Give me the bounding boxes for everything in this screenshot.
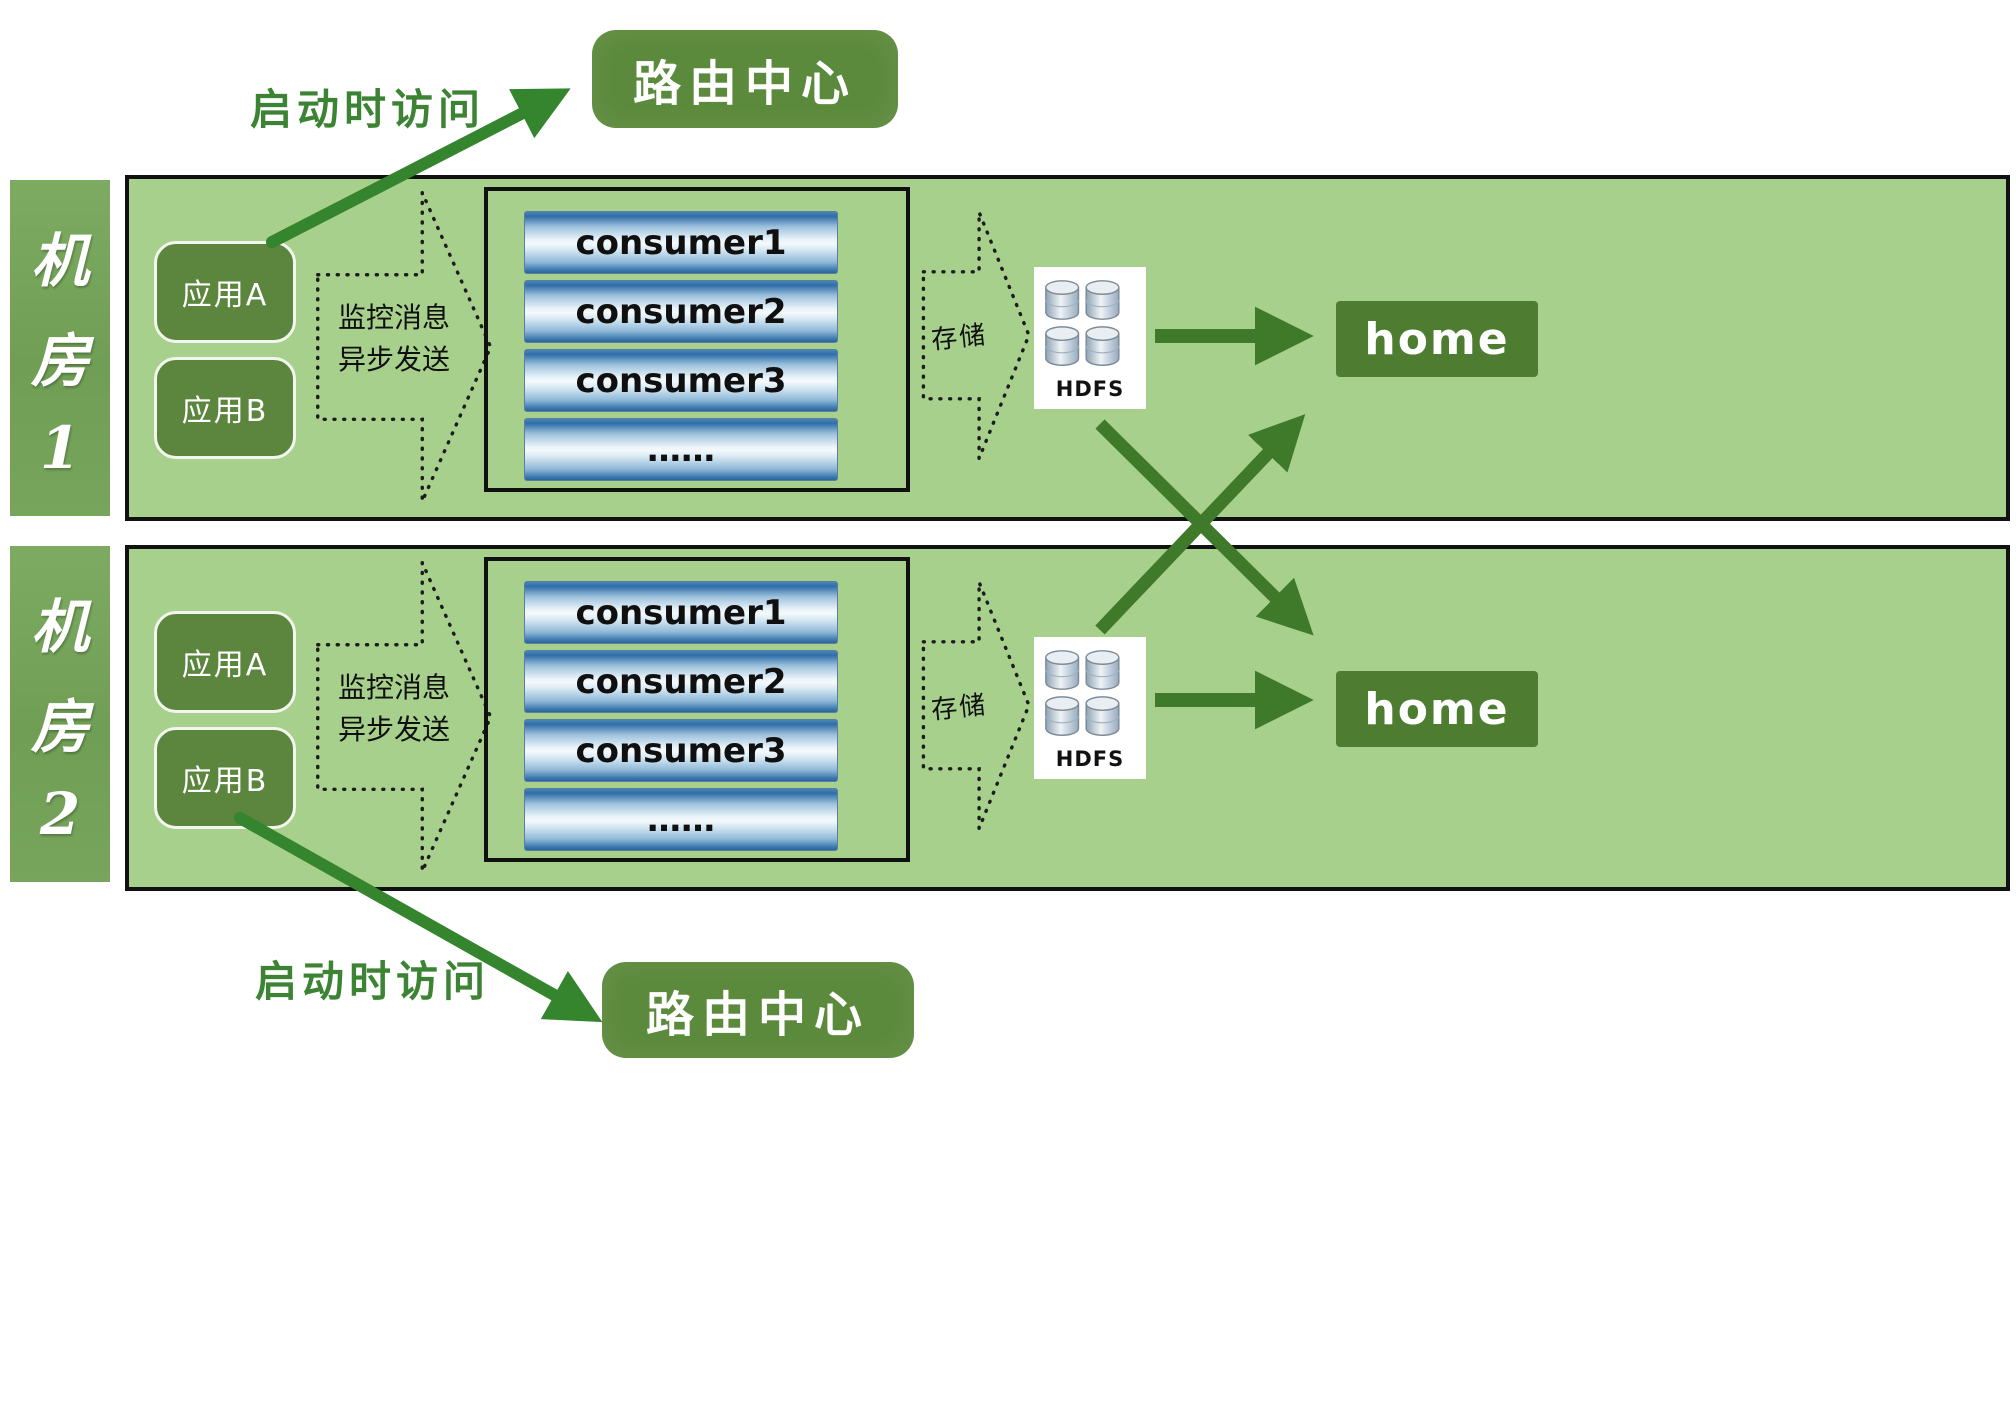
router-center-top-node: 路由中心	[592, 30, 898, 128]
store-arrow-label: 存储	[929, 690, 989, 726]
consumer-bar: consumer1	[524, 211, 838, 274]
monitor-label-line2: 异步发送	[337, 343, 450, 376]
home-node: home	[1336, 671, 1538, 747]
router-center-bottom-node: 路由中心	[602, 962, 914, 1058]
app-b-node: 应用B	[154, 727, 296, 829]
room-2-vertical-label: 机 房 2	[10, 546, 110, 882]
router-center-top-label: 路由中心	[632, 56, 857, 112]
room-1-label-char: 1	[39, 414, 81, 482]
room-1-label-char: 机	[30, 227, 89, 295]
database-cylinders-icon	[1045, 280, 1120, 366]
app-a-label: 应用A	[181, 278, 269, 313]
hdfs-node: HDFS	[1034, 637, 1146, 779]
room-2-container: 应用A 应用B 监控消息 异步发送 consumer1 consumer2 co…	[125, 545, 2010, 891]
monitor-arrow-label: 监控消息 异步发送	[317, 667, 471, 751]
room-1-container: 应用A 应用B 监控消息 异步发送 consumer1 consumer2 co…	[125, 175, 2010, 521]
monitor-label-line1: 监控消息	[337, 301, 450, 334]
room-2-label-char: 房	[30, 693, 89, 761]
hdfs-label: HDFS	[1055, 747, 1125, 771]
app-b-node: 应用B	[154, 357, 296, 459]
app-a-label: 应用A	[181, 648, 269, 683]
home-label: home	[1364, 313, 1510, 365]
room-2-label-char: 2	[39, 780, 81, 848]
store-arrow-shape	[921, 211, 1031, 460]
app-b-label: 应用B	[181, 764, 269, 799]
boot-access-bottom-label: 启动时访问	[255, 957, 491, 1006]
room-2-dotted-arrows	[316, 561, 1031, 873]
consumer-group-box: consumer1 consumer2 consumer3 ……	[484, 557, 910, 862]
store-arrow-label: 存储	[929, 320, 989, 356]
room-1-label-char: 房	[30, 327, 89, 395]
monitor-label-line2: 异步发送	[337, 713, 450, 746]
consumer-bar: ……	[524, 788, 838, 851]
monitor-arrow-shape	[316, 191, 493, 503]
app-a-node: 应用A	[154, 611, 296, 713]
room-1-vertical-label: 机 房 1	[10, 180, 110, 516]
consumer-bar: consumer2	[524, 280, 838, 343]
consumer-bar: ……	[524, 418, 838, 481]
consumer-bar: consumer1	[524, 581, 838, 644]
app-b-label: 应用B	[181, 394, 269, 429]
home-node: home	[1336, 301, 1538, 377]
room-2-label-char: 机	[30, 593, 89, 661]
app-a-node: 应用A	[154, 241, 296, 343]
boot-access-top-label: 启动时访问	[250, 85, 486, 134]
monitor-arrow-shape	[316, 561, 493, 873]
consumer-group-box: consumer1 consumer2 consumer3 ……	[484, 187, 910, 492]
database-cylinders-icon	[1045, 650, 1120, 737]
room-1-dotted-arrows	[316, 191, 1031, 503]
monitor-label-line1: 监控消息	[337, 671, 450, 704]
store-arrow-shape	[921, 581, 1031, 830]
router-center-bottom-label: 路由中心	[645, 987, 870, 1043]
consumer-bar: consumer3	[524, 349, 838, 412]
monitor-arrow-label: 监控消息 异步发送	[317, 297, 471, 381]
hdfs-label: HDFS	[1055, 377, 1125, 401]
home-label: home	[1364, 683, 1510, 735]
hdfs-node: HDFS	[1034, 267, 1146, 409]
consumer-bar: consumer3	[524, 719, 838, 782]
consumer-bar: consumer2	[524, 650, 838, 713]
